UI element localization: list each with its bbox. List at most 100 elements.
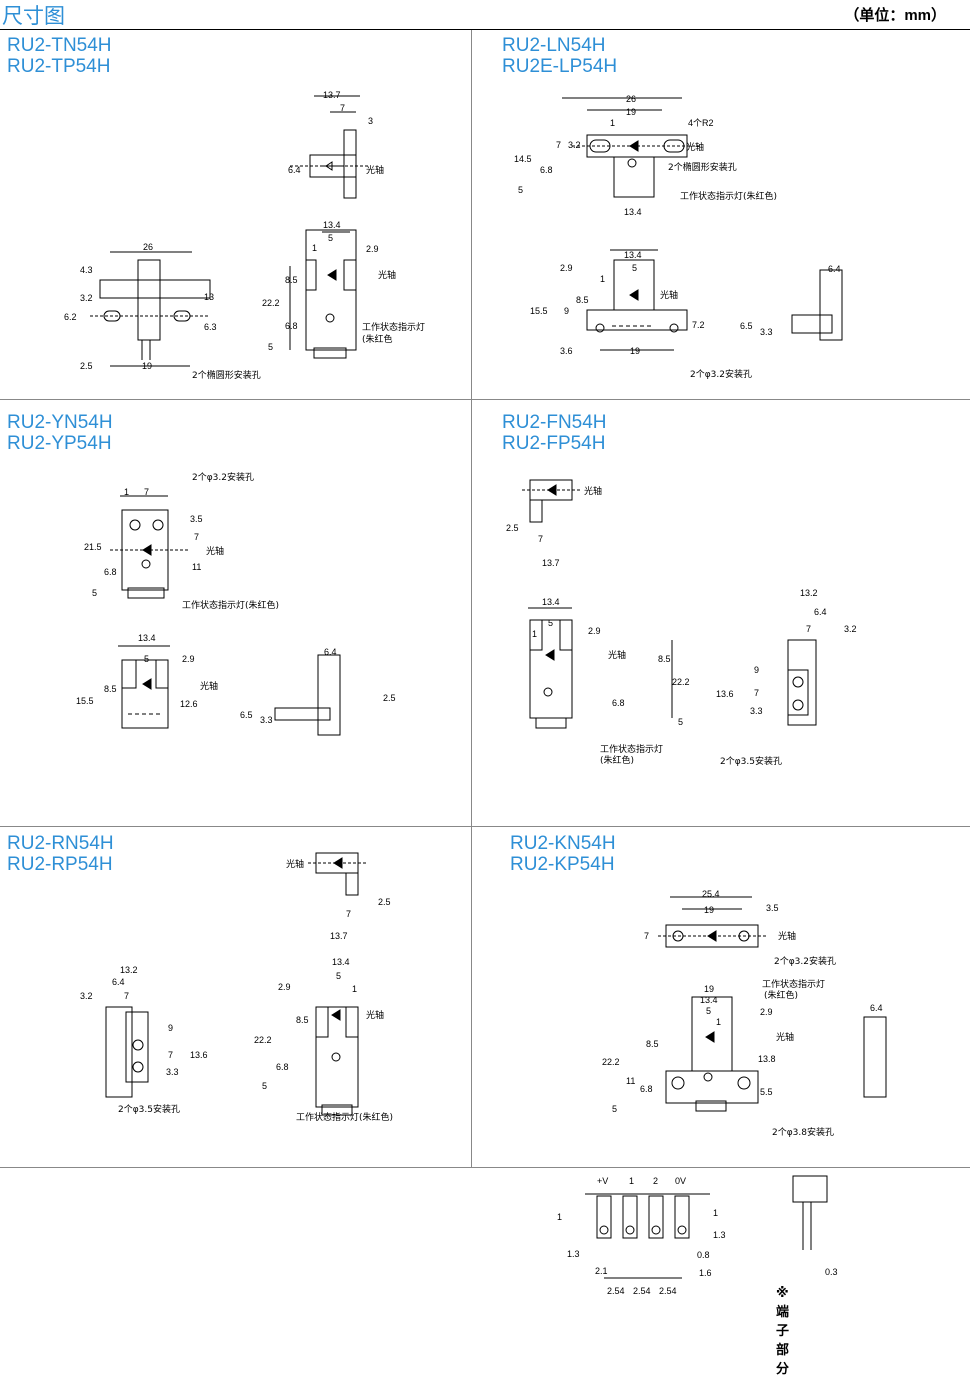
axis-label: 光轴 — [200, 680, 218, 692]
dim-label: 2.5 — [506, 523, 519, 533]
dim-label: 5 — [92, 588, 97, 598]
dim-label: 1.6 — [699, 1268, 712, 1278]
dim-label: 13.8 — [758, 1054, 776, 1064]
axis-label: 光轴 — [378, 269, 396, 281]
dim-label: 6.8 — [640, 1084, 653, 1094]
dim-label: 6.3 — [204, 322, 217, 332]
model-name: RU2-RP54H — [7, 854, 113, 875]
axis-label: 光轴 — [778, 930, 796, 942]
dim-label: 9 — [564, 306, 569, 316]
dim-label: 2.54 — [659, 1286, 677, 1296]
dim-label: 1 — [557, 1212, 562, 1222]
dim-label: 1.3 — [713, 1230, 726, 1240]
dim-label: 1.3 — [567, 1249, 580, 1259]
dim-label: 7 — [644, 931, 649, 941]
dim-label: 7 — [346, 909, 351, 919]
fn54h-dims: 2.5 7 13.7 13.4 5 1 2.9 8.5 22.2 6.8 5 1… — [506, 485, 857, 767]
dim-label: 2.9 — [182, 654, 195, 664]
dim-label: 6.8 — [612, 698, 625, 708]
dim-label: 8.5 — [285, 275, 298, 285]
dim-label: 19 — [704, 905, 714, 915]
terminal-pin-labels: +V 1 2 0V — [597, 1176, 686, 1186]
model-name: RU2-YN54H — [7, 412, 113, 433]
dim-label: 5.5 — [760, 1087, 773, 1097]
dim-label: 1 — [124, 487, 129, 497]
header-divider — [0, 29, 970, 30]
dim-label: 7 — [124, 991, 129, 1001]
holes-label: 2个椭圆形安装孔 — [668, 161, 737, 173]
grid-divider-row-2 — [0, 826, 970, 827]
dim-label: 2.5 — [383, 693, 396, 703]
dim-label: 3.6 — [560, 346, 573, 356]
dim-label: 15.5 — [530, 306, 548, 316]
led-label: 工作状态指示灯 — [762, 978, 825, 990]
dim-label: 13.6 — [716, 689, 734, 699]
dim-label: 13.4 — [332, 957, 350, 967]
dim-label: 3.3 — [260, 715, 273, 725]
dim-label: 7 — [538, 534, 543, 544]
holes-label: 2个φ3.5安装孔 — [720, 755, 782, 767]
dim-label: 3.2 — [80, 293, 93, 303]
dim-label: 6.8 — [285, 321, 298, 331]
model-name: RU2-FN54H — [502, 412, 607, 433]
dim-label: 13.2 — [800, 588, 818, 598]
axis-label: 光轴 — [608, 649, 626, 661]
dim-label: 3 — [368, 116, 373, 126]
dim-label: 2.54 — [633, 1286, 651, 1296]
dim-label: 2.9 — [760, 1007, 773, 1017]
yn54h-dims: 1 7 3.5 21.5 7 6.8 11 5 13.4 5 2.9 8.5 1… — [76, 471, 396, 725]
dim-label: 7 — [806, 624, 811, 634]
dim-label: 14.5 — [514, 154, 532, 164]
dim-label: 2.9 — [366, 244, 379, 254]
dim-label: 22.2 — [254, 1035, 272, 1045]
dim-label: 15.5 — [76, 696, 94, 706]
dim-label: 7 — [754, 688, 759, 698]
yn54h-drawing: 1 7 3.5 21.5 7 6.8 11 5 13.4 5 2.9 8.5 1… — [76, 471, 396, 736]
dim-label: 6.8 — [104, 567, 117, 577]
dim-label: 8.5 — [296, 1015, 309, 1025]
dim-label: 4.3 — [80, 265, 93, 275]
dim-label: 9 — [754, 665, 759, 675]
dim-label: 1 — [352, 984, 357, 994]
dim-label: 13.7 — [323, 90, 341, 100]
rn54h-dims: 2.5 7 13.7 13.2 6.4 3.2 7 9 7 13.6 3.3 1… — [80, 858, 393, 1123]
tn54h-drawing: 13.7 7 3 6.4 26 4.3 13 3.2 6.2 6.3 2.5 1… — [64, 90, 425, 381]
dim-label: 13.4 — [138, 633, 156, 643]
led-label: 工作状态指示灯(朱红色) — [680, 190, 777, 202]
dim-label: 11 — [626, 1076, 635, 1086]
dim-label: 5 — [262, 1081, 267, 1091]
axis-label: 光轴 — [584, 485, 602, 497]
holes-label: 2个φ3.2安装孔 — [192, 471, 254, 483]
axis-label: 光轴 — [776, 1031, 794, 1043]
dim-label: 6.8 — [540, 165, 553, 175]
dim-label: 8.5 — [646, 1039, 659, 1049]
dim-label: 8.5 — [576, 295, 589, 305]
dim-label: 13.4 — [624, 207, 642, 217]
kn54h-drawing: 25.4 19 3.5 7 19 13.4 5 1 2.9 8.5 22.2 1… — [602, 889, 887, 1138]
dim-label: 6.4 — [324, 647, 337, 657]
dim-label: 5 — [706, 1006, 711, 1016]
dim-label: 13.4 — [700, 995, 718, 1005]
dim-label: 19 — [630, 346, 640, 356]
dim-label: 11 — [192, 562, 201, 572]
model-name: RU2E-LP54H — [502, 56, 618, 77]
dim-label: 6.4 — [814, 607, 827, 617]
dim-label: 3.3 — [166, 1067, 179, 1077]
dim-label: 1 — [600, 274, 605, 284]
model-name: RU2-KN54H — [510, 833, 616, 854]
model-name: RU2-LN54H — [502, 35, 606, 56]
dim-label: 3.2 — [80, 991, 93, 1001]
axis-label: 光轴 — [686, 141, 704, 153]
dim-label: 5 — [328, 233, 333, 243]
terminal-note: ※ 端子部分 — [776, 1286, 790, 1377]
axis-label: 光轴 — [366, 164, 384, 176]
axis-label: 光轴 — [286, 858, 304, 870]
dim-label: 22.2 — [672, 677, 690, 687]
dim-label: 3.5 — [190, 514, 203, 524]
dim-label: 19 — [626, 107, 636, 117]
rn54h-drawing: 2.5 7 13.7 13.2 6.4 3.2 7 9 7 13.6 3.3 1… — [80, 852, 393, 1123]
dim-label: 6.5 — [240, 710, 253, 720]
led-label: 工作状态指示灯 — [600, 743, 663, 755]
holes-label: 2个φ3.2安装孔 — [774, 955, 836, 967]
led-color-label: (朱红色) — [600, 754, 634, 766]
